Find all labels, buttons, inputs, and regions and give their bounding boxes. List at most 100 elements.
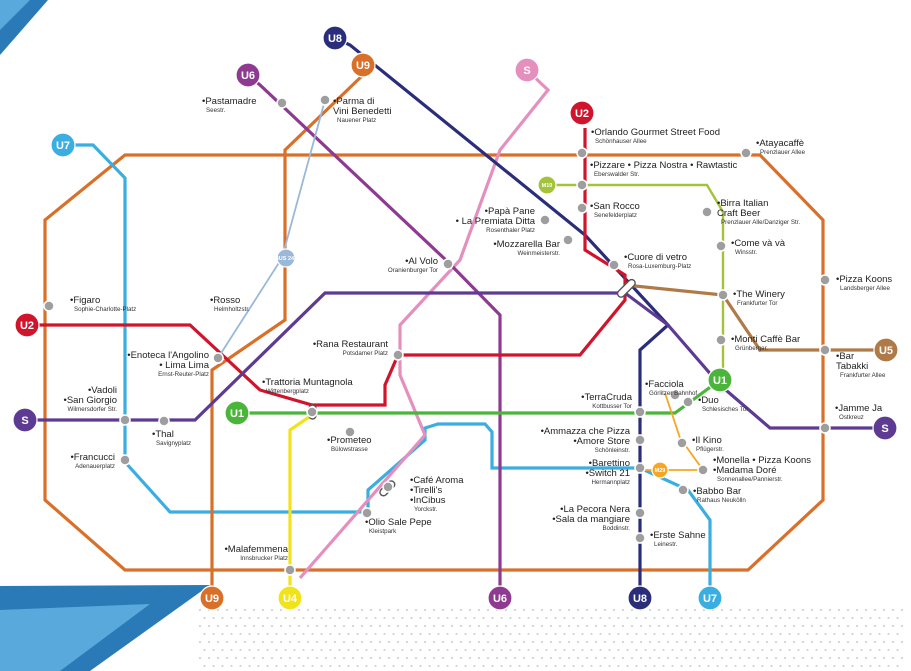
pattern-dot: [509, 616, 512, 620]
pattern-dot: [207, 640, 211, 644]
station-dot[interactable]: [819, 274, 831, 286]
station-dot[interactable]: [119, 454, 131, 466]
station-enoteca[interactable]: •Enoteca l'Angolino• Lima LimaErnst-Reut…: [127, 350, 209, 378]
station-dot[interactable]: [382, 481, 394, 493]
pattern-dot: [702, 624, 706, 628]
station-dot[interactable]: [819, 344, 831, 356]
station-dot[interactable]: [634, 507, 646, 519]
station-name: •Babbo Bar: [693, 486, 741, 497]
pattern-dot: [522, 656, 526, 660]
station-dot[interactable]: [576, 202, 588, 214]
station-dot[interactable]: [319, 94, 331, 106]
pattern-dot: [716, 664, 719, 668]
station-street: Landsberger Allee: [840, 285, 890, 292]
station-dot[interactable]: [682, 396, 694, 408]
badge-label: S: [523, 65, 530, 77]
station-dot[interactable]: [676, 437, 688, 449]
station-dot[interactable]: [740, 147, 752, 159]
pattern-dot: [846, 624, 850, 628]
station-dot[interactable]: [344, 426, 356, 438]
station-dot[interactable]: [576, 147, 588, 159]
station-papa[interactable]: •Papà Pane• La Premiata DittaRosenthaler…: [456, 206, 536, 234]
station-dot[interactable]: [677, 484, 689, 496]
station-dot[interactable]: [539, 214, 551, 226]
pattern-dot: [680, 632, 683, 636]
pattern-dot: [455, 632, 458, 636]
pattern-dot: [657, 608, 661, 612]
station-dot[interactable]: [442, 258, 454, 270]
station-dot[interactable]: [306, 406, 318, 418]
station-dot[interactable]: [634, 532, 646, 544]
pattern-dot: [270, 640, 274, 644]
badge-u9-top: U9: [350, 52, 376, 78]
station-dot[interactable]: [634, 462, 646, 474]
station-dot[interactable]: [701, 206, 713, 218]
station-name: •Ammazza che Pizza: [541, 426, 631, 437]
station-dot[interactable]: [634, 406, 646, 418]
pattern-dot: [495, 640, 499, 644]
station-dot[interactable]: [669, 389, 681, 401]
station-dot[interactable]: [562, 234, 574, 246]
station-dot[interactable]: [576, 179, 588, 191]
station-pizzare[interactable]: •Pizzare • Pizza Nostra • RawtasticEbers…: [590, 160, 737, 178]
pattern-dot: [536, 648, 539, 652]
station-dot[interactable]: [608, 259, 620, 271]
station-dot[interactable]: [715, 240, 727, 252]
station-pecora[interactable]: •La Pecora Nera•Sala da mangiareBoddinst…: [552, 504, 631, 532]
station-street: Rosenthaler Platz: [486, 227, 535, 234]
station-dot[interactable]: [634, 434, 646, 446]
pattern-dot: [855, 608, 859, 612]
station-dot[interactable]: [715, 334, 727, 346]
pattern-dot: [833, 632, 836, 636]
station-ammazza[interactable]: •Ammazza che Pizza•Amore StoreSchönleins…: [541, 426, 631, 454]
pattern-dot: [432, 656, 436, 660]
pattern-dot: [482, 616, 485, 620]
station-dot[interactable]: [158, 415, 170, 427]
station-dot[interactable]: [284, 564, 296, 576]
station-dot[interactable]: [819, 422, 831, 434]
station-dot[interactable]: [717, 289, 729, 301]
station-dot[interactable]: [697, 464, 709, 476]
station-dot[interactable]: [119, 414, 131, 426]
station-dot[interactable]: [212, 352, 224, 364]
station-monella[interactable]: •Monella • Pizza Koons•Madama DoréSonnen…: [713, 455, 811, 483]
station-dot[interactable]: [361, 507, 373, 519]
station-dot[interactable]: [392, 349, 404, 361]
station-dot[interactable]: [276, 97, 288, 109]
station-orlando[interactable]: •Orlando Gourmet Street FoodSchönhauser …: [591, 127, 720, 145]
station-dot[interactable]: [43, 300, 55, 312]
pattern-dot: [446, 648, 449, 652]
